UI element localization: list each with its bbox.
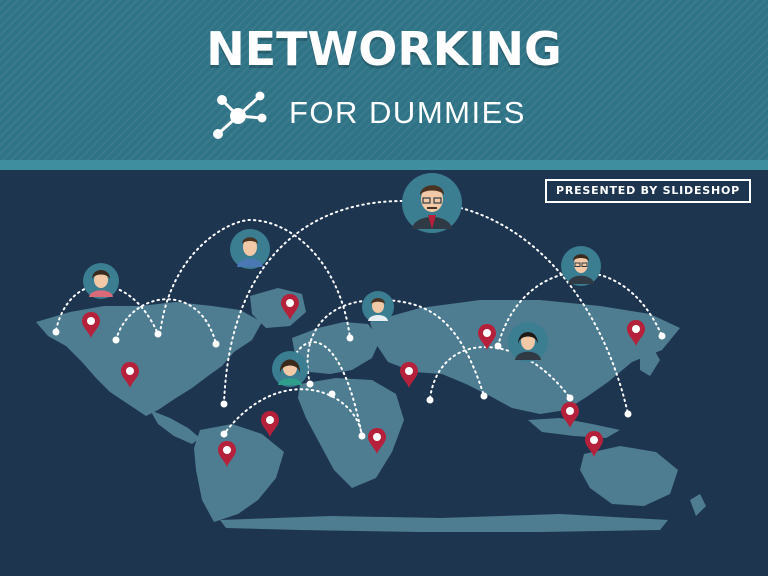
person-avatar-africa	[272, 351, 308, 387]
map-pin-icon	[400, 362, 418, 388]
connection-endpoints	[52, 328, 666, 440]
person-avatar-europe	[362, 291, 394, 323]
header-banner	[0, 0, 768, 160]
person-avatar-west	[83, 263, 119, 299]
page-subtitle: FOR DUMMIES	[289, 95, 526, 130]
person-avatar-top	[402, 173, 462, 233]
header-divider	[0, 160, 768, 170]
person-avatar-asia	[508, 322, 548, 362]
network-hub-icon	[213, 91, 267, 139]
page-title: NETWORKING	[206, 22, 562, 76]
map-pin-icon	[261, 411, 279, 437]
person-avatar-east	[561, 246, 601, 286]
presenter-badge: PRESENTED BY SLIDESHOP	[545, 179, 751, 203]
person-avatar-na	[230, 229, 270, 269]
world-map-land	[36, 288, 706, 532]
